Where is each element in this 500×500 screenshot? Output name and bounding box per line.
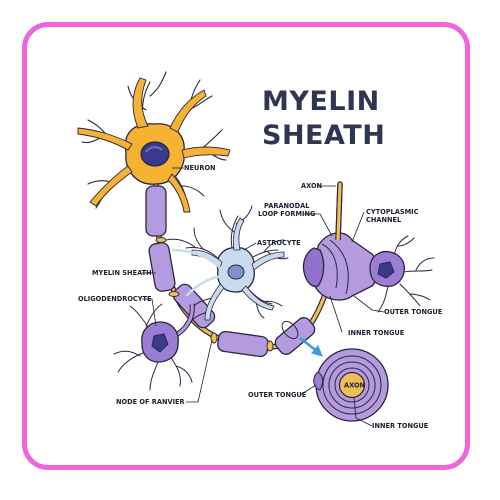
- label-node-of-ranvier: NODE OF RANVIER: [116, 398, 185, 406]
- node-gap: [155, 237, 167, 243]
- myelin-segment: [274, 317, 316, 355]
- axon-core: [338, 371, 366, 399]
- myelin-segment: [217, 330, 269, 358]
- myelin-segment: [148, 242, 176, 292]
- label-astrocyte: ASTROCYTE: [257, 239, 301, 247]
- label-paranodal-2: LOOP FORMING: [258, 210, 315, 218]
- label-outer-tongue-bottom: OUTER TONGUE: [248, 391, 307, 399]
- title-line1: MYELIN: [262, 86, 380, 117]
- label-oligodendrocyte: OLIGODENDROCYTE: [78, 295, 152, 303]
- label-cytoplasmic-2: CHANNEL: [366, 216, 402, 224]
- label-paranodal-1: PARANODAL: [264, 202, 310, 210]
- oligodendrocyte-cell: [113, 303, 195, 391]
- myelin-segment: [145, 185, 167, 237]
- astrocyte-cell: [165, 205, 289, 327]
- labels: NEURON AXON PARANODAL LOOP FORMING CYTOP…: [78, 164, 443, 430]
- label-axon: AXON: [301, 182, 322, 190]
- wrapping-oligodendrocyte: [302, 183, 435, 313]
- myelin-segments: [145, 185, 316, 358]
- label-neuron: NEURON: [184, 164, 216, 172]
- section-arrow: [281, 320, 323, 357]
- label-outer-tongue-right: OUTER TONGUE: [384, 308, 443, 316]
- label-axon-core: AXON: [344, 382, 365, 390]
- label-inner-tongue-bottom: INNER TONGUE: [372, 422, 429, 430]
- label-cytoplasmic-1: CYTOPLASMIC: [366, 208, 419, 216]
- neuron-nucleus: [140, 141, 170, 167]
- label-myelin-sheath: MYELIN SHEATH: [92, 269, 152, 277]
- neuron-cell: [77, 71, 231, 213]
- label-inner-tongue-right: INNER TONGUE: [348, 329, 405, 337]
- cross-section: AXON: [313, 348, 389, 422]
- node-gap: [210, 332, 218, 344]
- frame-border: [22, 22, 470, 470]
- node-gap: [266, 340, 274, 352]
- node-gap: [168, 291, 180, 297]
- title-line2: SHEATH: [262, 120, 385, 151]
